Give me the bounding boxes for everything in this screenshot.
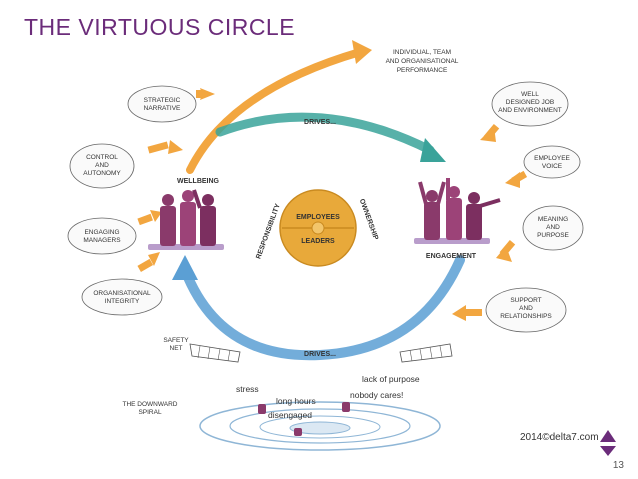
- spiral-word-nobody-cares: nobody cares!: [350, 390, 403, 400]
- svg-text:DESIGNED JOB: DESIGNED JOB: [506, 99, 554, 106]
- svg-text:PURPOSE: PURPOSE: [537, 232, 569, 239]
- downward-spiral-label-2: SPIRAL: [138, 409, 162, 416]
- svg-text:EMPLOYEE: EMPLOYEE: [534, 155, 570, 162]
- svg-text:VOICE: VOICE: [542, 163, 563, 170]
- responsibility-label: RESPONSIBILITY: [255, 203, 282, 261]
- svg-text:ENGAGING: ENGAGING: [84, 229, 119, 236]
- arrow-control: [168, 140, 183, 154]
- performance-arrow: [186, 48, 364, 174]
- svg-text:AND ENVIRONMENT: AND ENVIRONMENT: [498, 107, 562, 114]
- performance-arrow-head: [352, 40, 372, 64]
- cloud-meaning-purpose: MEANING AND PURPOSE: [522, 205, 584, 251]
- cloud-support-relationships: SUPPORT AND RELATIONSHIPS: [485, 287, 567, 333]
- wellbeing-figures: [148, 189, 224, 250]
- drives-bottom-arrow-head: [172, 255, 198, 280]
- drives-bottom-label: DRIVES...: [304, 351, 336, 358]
- svg-text:MEANING: MEANING: [538, 216, 568, 223]
- ownership-label: OWNERSHIP: [358, 198, 379, 241]
- safety-net-label-1: SAFETY: [163, 337, 189, 344]
- arrow-managers: [150, 210, 162, 222]
- delta7-logo: [600, 430, 616, 456]
- cloud-well-designed-job: WELL DESIGNED JOB AND ENVIRONMENT: [491, 81, 569, 127]
- safety-net-right: [399, 343, 453, 363]
- svg-text:INDIVIDUAL, TEAM: INDIVIDUAL, TEAM: [393, 49, 451, 56]
- page-title: THE VIRTUOUS CIRCLE: [24, 14, 296, 40]
- svg-text:AND: AND: [519, 305, 533, 312]
- safety-net-left: [189, 343, 241, 363]
- svg-text:CONTROL: CONTROL: [86, 154, 118, 161]
- drives-bottom-arc: [180, 255, 465, 361]
- leaders-label: LEADERS: [301, 238, 335, 245]
- cloud-strategic-narrative: STRATEGIC NARRATIVE: [127, 85, 197, 123]
- svg-text:AUTONOMY: AUTONOMY: [83, 170, 121, 177]
- svg-text:AND ORGANISATIONAL: AND ORGANISATIONAL: [386, 58, 459, 65]
- cloud-engaging-managers: ENGAGING MANAGERS: [67, 217, 137, 255]
- cloud-organisational-integrity: ORGANISATIONAL INTEGRITY: [81, 278, 163, 316]
- employees-leaders-circle: EMPLOYEES LEADERS: [279, 189, 357, 267]
- drives-top-arc: [215, 112, 435, 155]
- svg-text:NARRATIVE: NARRATIVE: [144, 105, 181, 112]
- svg-text:STRATEGIC: STRATEGIC: [144, 97, 181, 104]
- cloud-control-autonomy: CONTROL AND AUTONOMY: [69, 143, 135, 189]
- spiral-word-stress: stress: [236, 384, 259, 394]
- spiral-word-lack-of-purpose: lack of purpose: [362, 374, 420, 384]
- svg-text:WELL: WELL: [521, 91, 539, 98]
- performance-label: INDIVIDUAL, TEAM AND ORGANISATIONAL PERF…: [386, 49, 459, 74]
- downward-spiral-label-1: THE DOWNWARD: [122, 401, 177, 408]
- wellbeing-label: WELLBEING: [177, 178, 220, 185]
- arrow-integrity: [148, 252, 160, 266]
- svg-text:PERFORMANCE: PERFORMANCE: [397, 67, 448, 74]
- svg-text:RELATIONSHIPS: RELATIONSHIPS: [500, 313, 552, 320]
- engagement-figures: [414, 178, 501, 244]
- page-number: 13: [612, 460, 624, 471]
- svg-text:ORGANISATIONAL: ORGANISATIONAL: [93, 290, 151, 297]
- employees-label: EMPLOYEES: [296, 214, 340, 221]
- spiral-word-disengaged: disengaged: [268, 410, 312, 420]
- svg-text:AND: AND: [546, 224, 560, 231]
- arrow-support: [452, 305, 466, 321]
- safety-net-label-2: NET: [170, 345, 183, 352]
- svg-text:MANAGERS: MANAGERS: [83, 237, 121, 244]
- svg-text:SUPPORT: SUPPORT: [510, 297, 541, 304]
- copyright-credit: 2014©delta7.com: [520, 432, 599, 443]
- svg-text:AND: AND: [95, 162, 109, 169]
- drives-top-arrow-head: [420, 138, 446, 162]
- spiral-word-long-hours: long hours: [276, 396, 316, 406]
- cloud-employee-voice: EMPLOYEE VOICE: [523, 145, 581, 179]
- spiral-whirlpool: [199, 401, 441, 451]
- drives-top-label: DRIVES...: [304, 119, 336, 126]
- engagement-label: ENGAGEMENT: [426, 253, 477, 260]
- svg-text:INTEGRITY: INTEGRITY: [105, 298, 140, 305]
